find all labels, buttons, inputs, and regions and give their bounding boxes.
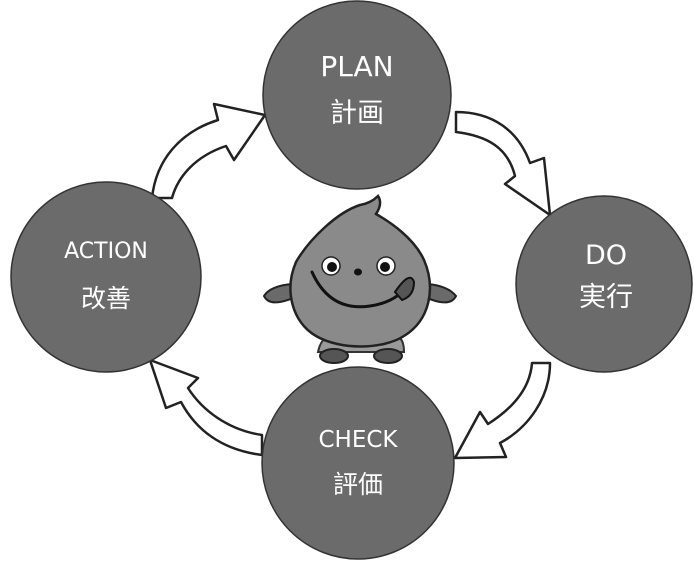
do-label-jp: 実行 <box>579 282 633 313</box>
action-label-en: ACTION <box>64 239 148 264</box>
action-label-jp: 改善 <box>81 284 131 313</box>
plan-label-jp: 計画 <box>330 98 384 129</box>
arrow-plan-to-do <box>454 110 552 217</box>
check-circle <box>261 366 455 560</box>
node-do: DO 実行 <box>515 195 693 373</box>
node-check: CHECK 評価 <box>261 366 455 560</box>
arrow-do-to-check <box>453 361 552 460</box>
mascot-nose <box>354 268 362 276</box>
do-label-en: DO <box>585 240 627 271</box>
mascot-eyes <box>321 256 396 276</box>
plan-label-en: PLAN <box>320 50 393 83</box>
arrow-check-to-action <box>148 358 264 457</box>
node-plan: PLAN 計画 <box>262 0 452 190</box>
arrow-action-to-plan <box>150 102 267 200</box>
action-circle <box>10 181 202 373</box>
check-label-jp: 評価 <box>333 470 383 499</box>
node-action: ACTION 改善 <box>10 181 202 373</box>
check-label-en: CHECK <box>318 427 398 453</box>
plan-circle <box>262 0 452 190</box>
mascot-tongue <box>393 276 416 302</box>
mascot-character <box>262 194 458 364</box>
do-circle <box>515 195 693 373</box>
